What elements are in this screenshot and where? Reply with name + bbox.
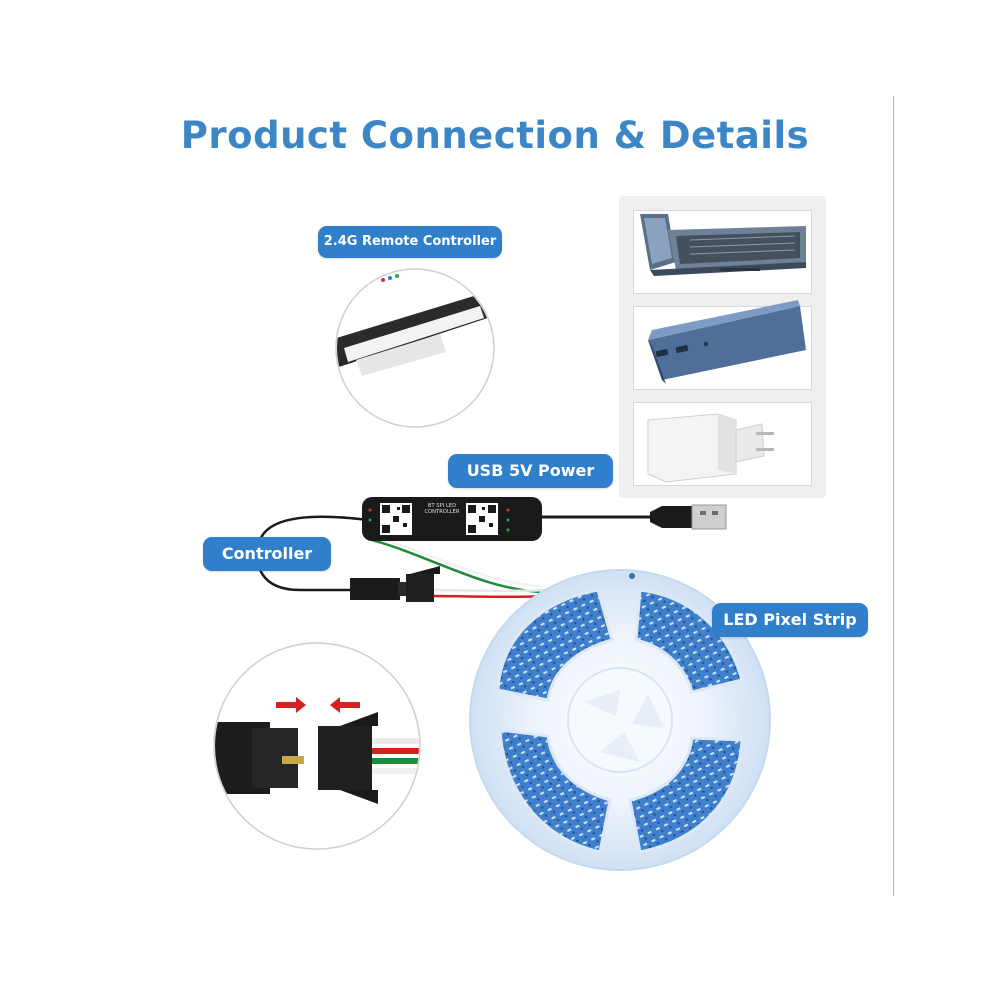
usb-wall-adapter-icon <box>647 413 774 483</box>
divider-line <box>893 96 894 896</box>
led-pixel-strip-label: LED Pixel Strip <box>712 603 868 637</box>
controller-print: BT SPI LED CONTROLLER <box>418 503 466 515</box>
laptop-icon <box>640 214 806 276</box>
usb-plug-icon <box>650 504 727 530</box>
power-bank-icon <box>648 300 806 384</box>
usb-power-label: USB 5V Power <box>448 454 613 488</box>
controller-device <box>362 497 542 541</box>
connector-icon <box>213 642 421 850</box>
controller-print-line2: CONTROLLER <box>424 509 460 515</box>
remote-control-icon <box>335 268 495 428</box>
led-strip-reel-icon <box>469 569 771 871</box>
remote-controller-label: 2.4G Remote Controller <box>318 226 502 258</box>
controller-label: Controller <box>203 537 331 571</box>
cable-connector <box>350 566 440 602</box>
controller-print-line1: BT SPI LED <box>427 503 457 509</box>
page-title: Product Connection & Details <box>180 114 810 157</box>
